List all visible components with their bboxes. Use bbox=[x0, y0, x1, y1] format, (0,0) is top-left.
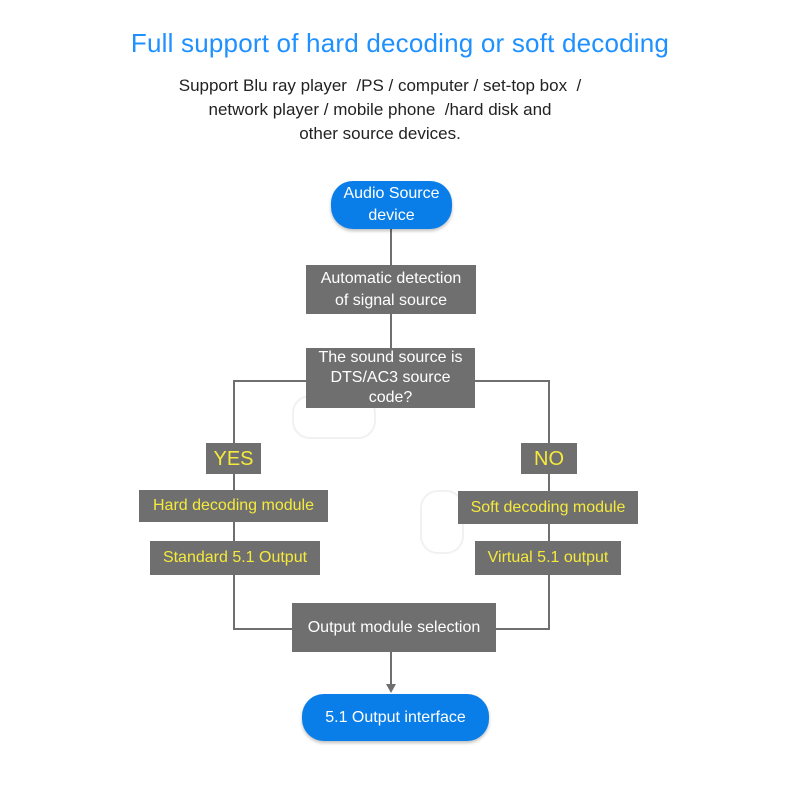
node-label: NO bbox=[534, 447, 564, 470]
node-label: Standard 5.1 Output bbox=[162, 549, 308, 566]
node-audio-source: Audio Source device bbox=[331, 181, 452, 229]
arrowhead-icon bbox=[386, 684, 396, 693]
connector-virtual-selection bbox=[496, 575, 550, 630]
node-label: YES bbox=[213, 447, 254, 470]
node-automatic-detection: Automatic detection of signal source bbox=[306, 265, 476, 314]
node-hard-decoding-module: Hard decoding module bbox=[139, 490, 328, 522]
node-label: Soft decoding module bbox=[470, 498, 626, 516]
node-label: Virtual 5.1 output bbox=[487, 549, 609, 566]
subtitle-line: Support Blu ray player /PS / computer / … bbox=[178, 76, 582, 95]
subtitle: Support Blu ray player /PS / computer / … bbox=[120, 74, 640, 146]
node-output-interface: 5.1 Output interface bbox=[302, 694, 489, 741]
connector-decision-yes bbox=[233, 380, 306, 443]
node-decision: The sound source is DTS/AC3 source code? bbox=[306, 348, 475, 408]
node-output-module-selection: Output module selection bbox=[292, 603, 496, 652]
node-standard-output: Standard 5.1 Output bbox=[150, 541, 320, 575]
no-label: NO bbox=[521, 443, 577, 474]
node-label: Output module selection bbox=[307, 618, 481, 636]
node-label: Automatic detection of signal source bbox=[320, 269, 462, 309]
connector-decision-no bbox=[475, 380, 550, 443]
node-virtual-output: Virtual 5.1 output bbox=[475, 541, 621, 575]
node-label: The sound source is DTS/AC3 source code? bbox=[318, 349, 463, 406]
connector-standard-selection bbox=[233, 575, 292, 630]
node-label: Audio Source device bbox=[343, 185, 440, 224]
subtitle-line: other source devices. bbox=[299, 124, 461, 143]
node-label: Hard decoding module bbox=[153, 497, 314, 514]
node-soft-decoding-module: Soft decoding module bbox=[458, 491, 638, 524]
page-title: Full support of hard decoding or soft de… bbox=[130, 28, 670, 58]
node-label: 5.1 Output interface bbox=[325, 708, 466, 726]
subtitle-line: network player / mobile phone /hard disk… bbox=[208, 100, 552, 119]
yes-label: YES bbox=[206, 443, 261, 474]
